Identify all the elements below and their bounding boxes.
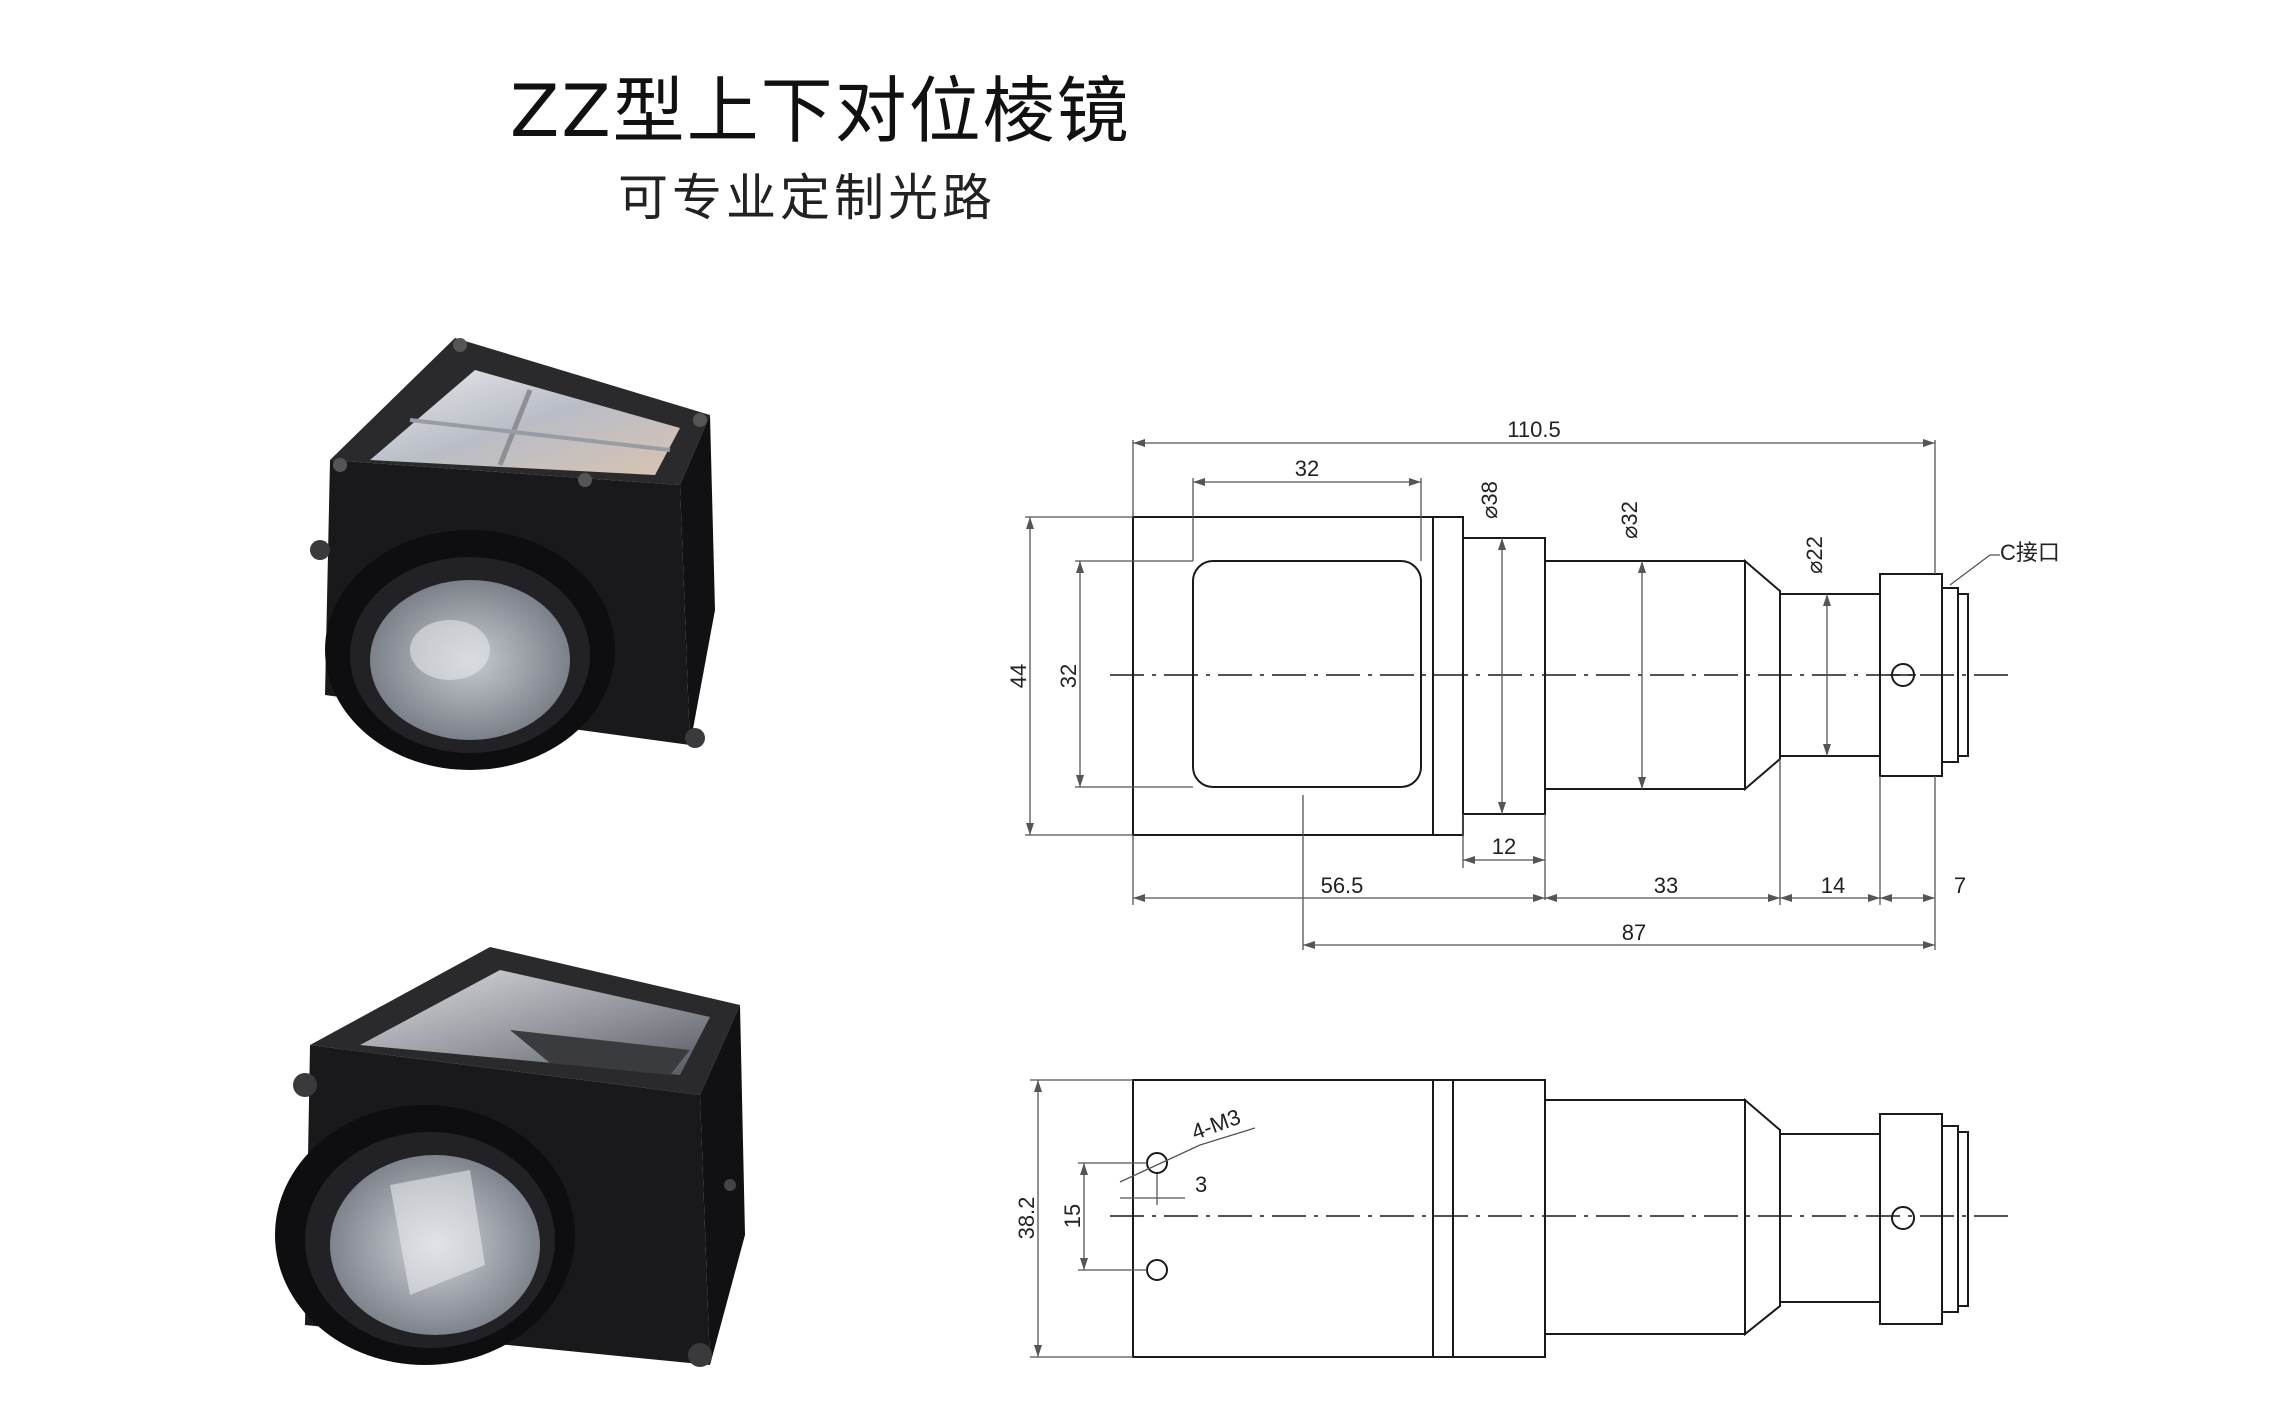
dim-flange-dia: ⌀38: [1477, 481, 1502, 519]
prism-photo-bottom: [275, 947, 745, 1367]
dim-thread: 4-M3: [1188, 1104, 1244, 1145]
dim-nose-dia: ⌀22: [1802, 536, 1827, 574]
window-outline: [1192, 560, 1422, 788]
dim-33: 33: [1654, 873, 1678, 898]
page-title: ZZ型上下对位棱镜: [510, 69, 1131, 153]
c-mount-label: C接口: [2000, 540, 2060, 565]
dim-overall-length: 110.5: [1507, 417, 1560, 442]
dim-hole-spacing: 15: [1060, 1204, 1085, 1228]
dim-height: 44: [1006, 664, 1031, 688]
dim-barrel-dia: ⌀32: [1617, 501, 1642, 539]
prism-photo-top: [310, 338, 715, 770]
dim-side-height: 38.2: [1014, 1197, 1039, 1240]
mounting-hole: [1146, 1152, 1168, 1174]
mounting-hole: [1146, 1259, 1168, 1281]
dim-7: 7: [1954, 873, 1966, 898]
dim-14: 14: [1821, 873, 1845, 898]
dim-56-5: 56.5: [1321, 873, 1364, 898]
dim-flange-len: 12: [1492, 834, 1516, 859]
page-subtitle: 可专业定制光路: [618, 169, 996, 227]
dim-87: 87: [1622, 920, 1646, 945]
dim-hole-offset: 3: [1195, 1172, 1207, 1197]
dim-window-width: 32: [1295, 456, 1319, 481]
dim-window-height: 32: [1056, 664, 1081, 688]
